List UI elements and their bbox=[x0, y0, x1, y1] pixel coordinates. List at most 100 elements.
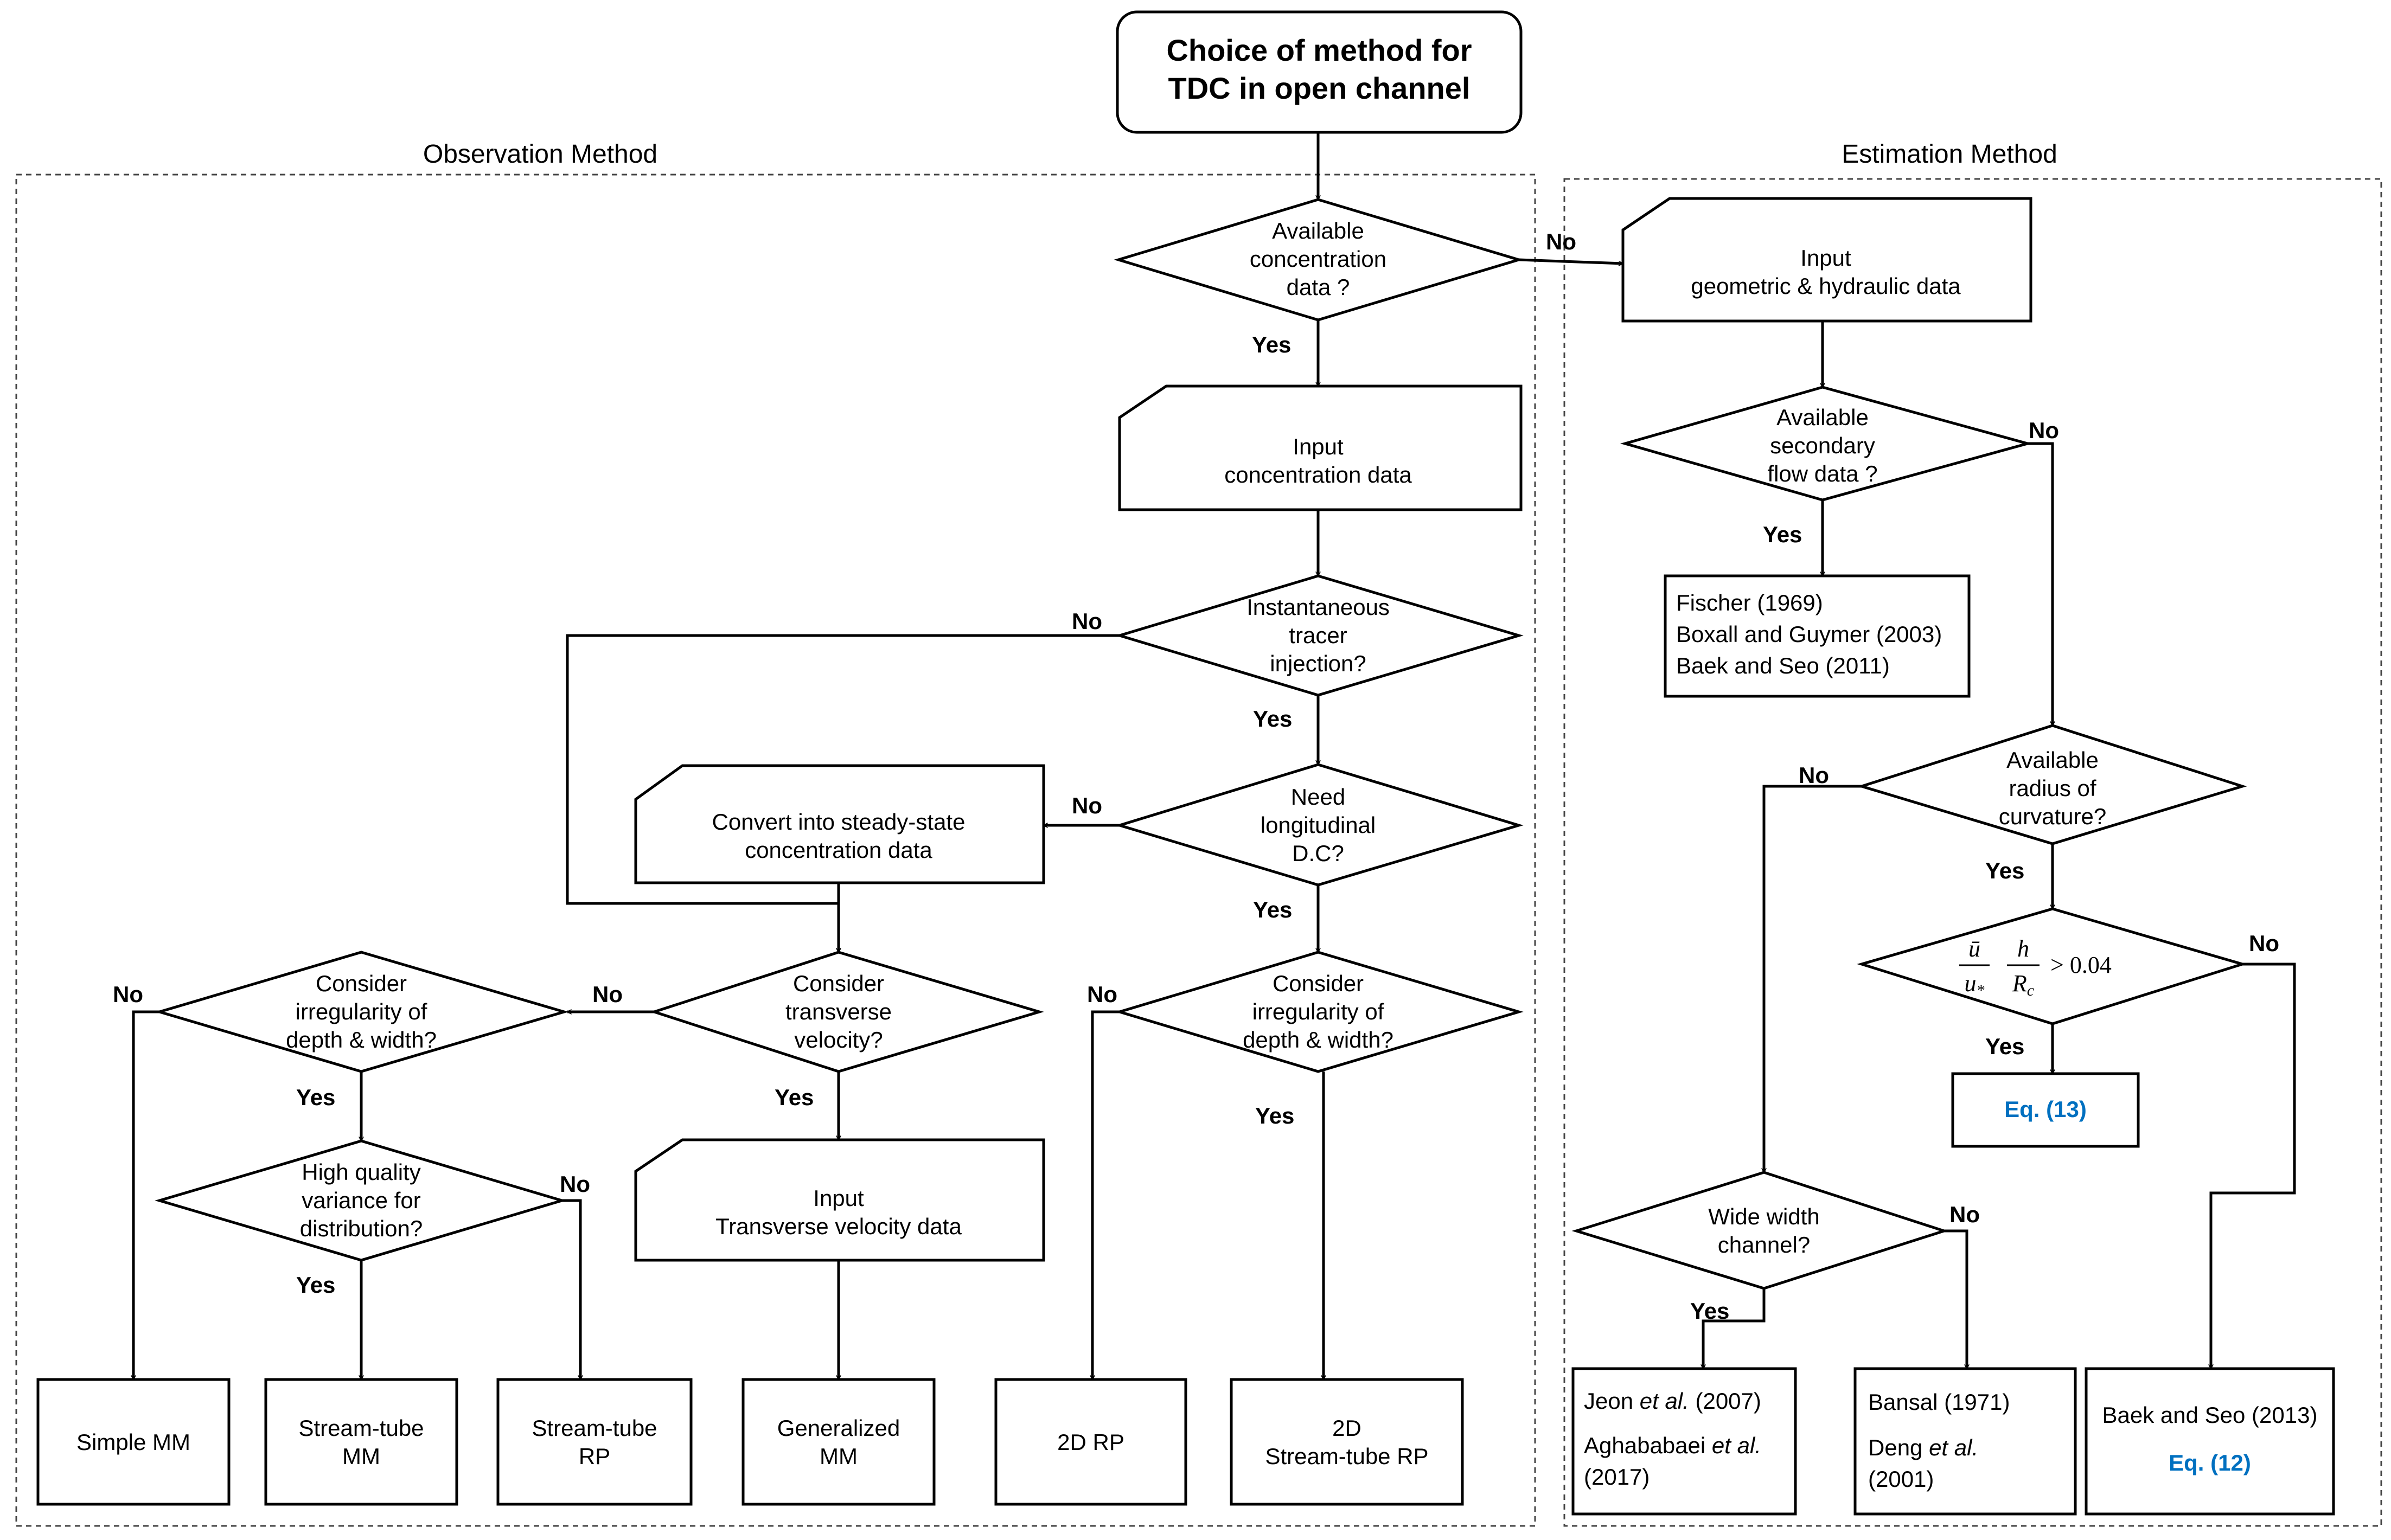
start-terminal: Choice of method for TDC in open channel bbox=[1116, 10, 1523, 134]
decision-label: longitudinal bbox=[1261, 812, 1376, 838]
decision-label: secondary bbox=[1770, 433, 1875, 458]
yes-label: Yes bbox=[1255, 1103, 1294, 1128]
result-label: Generalized bbox=[777, 1415, 900, 1441]
decision-label: curvature? bbox=[1999, 804, 2106, 829]
decision-consider-irregularity-left: Consider irregularity of depth & width? bbox=[155, 951, 569, 1073]
no-label: No bbox=[2249, 931, 2279, 956]
reference-deng: Deng et al. bbox=[1868, 1435, 1978, 1460]
input-label: concentration data bbox=[1224, 462, 1412, 487]
equation-13: Eq. (13) bbox=[2004, 1096, 2087, 1122]
result-generalized-mm: Generalized MM bbox=[741, 1378, 936, 1506]
yes-label: Yes bbox=[296, 1085, 335, 1110]
yes-label: Yes bbox=[1252, 332, 1291, 357]
reference-baek-seo-2013: Baek and Seo (2013) bbox=[2102, 1402, 2318, 1428]
input-geometric-hydraulic: Input geometric & hydraulic data bbox=[1621, 197, 2032, 323]
result-label: 2D bbox=[1332, 1415, 1361, 1441]
decision-available-secondary: Available secondary flow data ? bbox=[1620, 386, 2033, 502]
reference-baek-seo-2011: Baek and Seo (2011) bbox=[1676, 653, 1890, 678]
decision-label: depth & width? bbox=[286, 1027, 437, 1053]
reference-aghababaei: Aghababaei et al. bbox=[1584, 1433, 1761, 1458]
yes-label: Yes bbox=[296, 1272, 335, 1298]
decision-label: Instantaneous bbox=[1246, 594, 1390, 620]
decision-available-concentration: Available concentration data ? bbox=[1114, 198, 1524, 322]
result-label: Stream-tube RP bbox=[1265, 1443, 1428, 1469]
decision-label: irregularity of bbox=[1252, 999, 1384, 1024]
no-label: No bbox=[560, 1171, 590, 1197]
no-label: No bbox=[592, 981, 623, 1007]
ratio-threshold: > 0.04 bbox=[2050, 952, 2112, 978]
reference-boxall: Boxall and Guymer (2003) bbox=[1676, 621, 1942, 647]
yes-label: Yes bbox=[1690, 1298, 1729, 1324]
decision-label: flow data ? bbox=[1767, 461, 1877, 486]
yes-label: Yes bbox=[1253, 706, 1292, 732]
equation-12: Eq. (12) bbox=[2169, 1450, 2251, 1475]
start-line-1: Choice of method for bbox=[1166, 33, 1472, 67]
reference-box-wide: Jeon et al. (2007) Aghababaei et al. (20… bbox=[1571, 1367, 1797, 1516]
estimation-method-title: Estimation Method bbox=[1842, 140, 2057, 169]
decision-label: Consider bbox=[1273, 971, 1364, 996]
decision-consider-irregularity-right: Consider irregularity of depth & width? bbox=[1115, 951, 1524, 1073]
yes-label: Yes bbox=[1985, 1034, 2024, 1059]
decision-label: concentration bbox=[1250, 246, 1386, 272]
yes-label: Yes bbox=[775, 1085, 814, 1110]
reference-box-eq13: Eq. (13) bbox=[1951, 1072, 2140, 1148]
convert-steady-state: Convert into steady-state concentration … bbox=[634, 764, 1045, 884]
decision-label: tracer bbox=[1289, 623, 1347, 648]
result-label: RP bbox=[579, 1443, 610, 1469]
result-stream-tube-mm: Stream-tube MM bbox=[264, 1378, 458, 1506]
result-2d-rp: 2D RP bbox=[994, 1378, 1187, 1506]
input-label: concentration data bbox=[745, 837, 932, 863]
result-label: MM bbox=[820, 1443, 858, 1469]
connectors bbox=[133, 133, 2296, 1379]
reference-box-narrow: Bansal (1971) Deng et al. (2001) bbox=[1853, 1367, 2077, 1516]
decision-instantaneous-injection: Instantaneous tracer injection? bbox=[1115, 574, 1524, 697]
result-label: MM bbox=[342, 1443, 380, 1469]
input-label: Input bbox=[1800, 245, 1851, 271]
decision-label: data ? bbox=[1287, 274, 1350, 300]
decision-label: Consider bbox=[316, 971, 407, 996]
reference-box-secondary-flow: Fischer (1969) Boxall and Guymer (2003) … bbox=[1664, 574, 1971, 698]
no-label: No bbox=[1072, 793, 1102, 818]
reference-fischer: Fischer (1969) bbox=[1676, 590, 1823, 615]
input-label: Transverse velocity data bbox=[715, 1214, 962, 1239]
reference-jeon: Jeon et al. (2007) bbox=[1584, 1388, 1761, 1414]
yes-label: Yes bbox=[1763, 522, 1802, 547]
result-label: Stream-tube bbox=[298, 1415, 424, 1441]
result-label: 2D RP bbox=[1057, 1429, 1124, 1455]
start-line-2: TDC in open channel bbox=[1168, 71, 1471, 105]
reference-deng-year: (2001) bbox=[1868, 1466, 1934, 1492]
no-label: No bbox=[113, 981, 143, 1007]
decision-label: Available bbox=[2006, 747, 2099, 773]
reference-bansal: Bansal (1971) bbox=[1868, 1389, 2010, 1415]
decision-label: Available bbox=[1776, 405, 1869, 430]
decision-label: distribution? bbox=[300, 1216, 423, 1241]
decision-label: Need bbox=[1291, 784, 1345, 810]
decision-label: channel? bbox=[1718, 1232, 1810, 1257]
decision-label: injection? bbox=[1270, 651, 1366, 676]
no-label: No bbox=[1546, 229, 1576, 254]
no-label: No bbox=[1799, 762, 1829, 788]
decision-wide-width: Wide width channel? bbox=[1571, 1171, 1949, 1290]
decision-label: Wide width bbox=[1708, 1204, 1819, 1229]
decision-label: radius of bbox=[2009, 775, 2096, 801]
input-label: Convert into steady-state bbox=[712, 809, 966, 835]
result-simple-mm: Simple MM bbox=[36, 1378, 231, 1506]
yes-label: Yes bbox=[1253, 897, 1292, 922]
no-label: No bbox=[1072, 608, 1102, 634]
decision-label: Consider bbox=[793, 971, 884, 996]
input-transverse-velocity: Input Transverse velocity data bbox=[634, 1138, 1045, 1262]
reference-box-baek-seo-2013: Baek and Seo (2013) Eq. (12) bbox=[2085, 1367, 2335, 1516]
reference-aghababaei-year: (2017) bbox=[1584, 1464, 1650, 1490]
decision-label: D.C? bbox=[1292, 840, 1344, 866]
decision-high-quality-variance: High quality variance for distribution? bbox=[155, 1139, 567, 1262]
no-label: No bbox=[1087, 981, 1117, 1007]
result-2d-stream-tube-rp: 2D Stream-tube RP bbox=[1230, 1378, 1464, 1506]
input-concentration-data: Input concentration data bbox=[1118, 384, 1523, 511]
decision-available-radius: Available radius of curvature? bbox=[1857, 724, 2247, 845]
ratio-formula: ū u* h Rc > 0.04 bbox=[1959, 935, 2112, 999]
svg-text:h: h bbox=[2017, 935, 2029, 962]
decision-label: High quality bbox=[302, 1159, 420, 1185]
decision-consider-transverse: Consider transverse velocity? bbox=[649, 951, 1044, 1073]
no-label: No bbox=[2029, 418, 2059, 443]
